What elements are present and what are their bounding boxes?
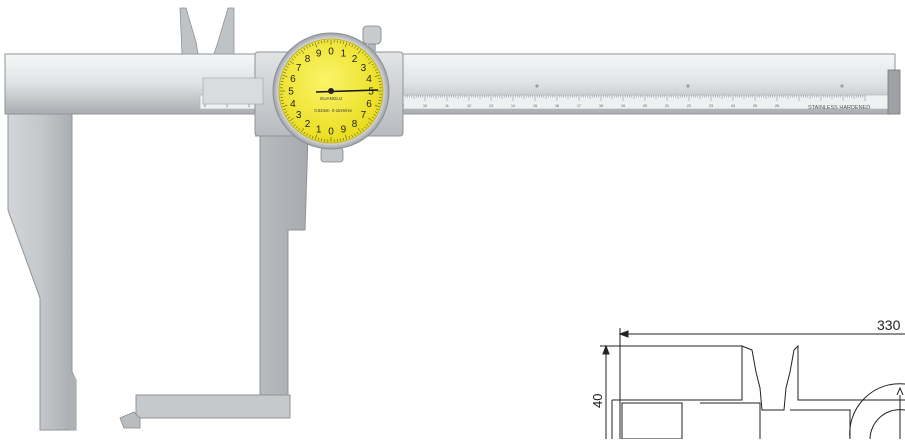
dial-number: 7 xyxy=(361,110,367,121)
dial-number: 5 xyxy=(368,87,374,98)
dial-number: 1 xyxy=(341,48,347,59)
dial-number: 7 xyxy=(296,63,302,74)
beam-scale-number: 21 xyxy=(665,104,669,108)
dial-needle-hub xyxy=(328,88,334,94)
dial-number: 3 xyxy=(361,63,367,74)
dial-number: 9 xyxy=(316,48,322,59)
beam-marking-text: STAINLESS HARDENED xyxy=(808,105,870,111)
beam-end-cap xyxy=(888,70,900,114)
beam-scale-number: 18 xyxy=(599,104,603,108)
beam-scale-number: 12 xyxy=(467,104,471,108)
sliding-jaw-foot xyxy=(136,395,290,418)
dial-number: 2 xyxy=(305,119,311,130)
dial-range-text: 0-1mm/rev xyxy=(332,108,353,113)
beam-scale-number: 23 xyxy=(709,104,713,108)
fixed-upper-jaw xyxy=(180,8,198,54)
beam-scale-number: 19 xyxy=(621,104,625,108)
sliding-upper-jaw xyxy=(214,8,234,54)
beam-scale-number: 24 xyxy=(731,104,735,108)
beam-scale-number: 11 xyxy=(445,104,449,108)
dial-brand-mark: GUANGLU xyxy=(320,96,342,101)
length-dimension-label: 330 xyxy=(877,317,901,333)
dial-number: 6 xyxy=(366,99,372,110)
dial-number: 3 xyxy=(296,110,302,121)
beam-scale-number: 26 xyxy=(775,104,779,108)
beam-scale-number: 14 xyxy=(511,104,515,108)
beam-scale-number: 0 xyxy=(204,104,206,108)
beam-scale-number: 15 xyxy=(533,104,537,108)
beam-scale-number: 22 xyxy=(687,104,691,108)
beam-scale-number: 1 xyxy=(226,104,228,108)
thumb-knob xyxy=(363,26,381,44)
fixed-jaw xyxy=(8,114,76,430)
beam-scale-number: 25 xyxy=(753,104,757,108)
dial-precision-text: 0.02mm xyxy=(314,108,330,113)
beam-scale-number: 10 xyxy=(423,104,427,108)
dial-number: 9 xyxy=(341,125,347,136)
height-dimension-label: 40 xyxy=(590,394,605,408)
dimension-drawing xyxy=(600,328,905,439)
beam-scale-number: 13 xyxy=(489,104,493,108)
fixed-jaw-tip-detail xyxy=(70,372,76,430)
dial-number: 1 xyxy=(316,125,322,136)
beam-scale-number: 20 xyxy=(643,104,647,108)
beam-scale-number: 16 xyxy=(555,104,559,108)
sliding-jaw xyxy=(140,136,308,418)
dial-number: 2 xyxy=(352,54,358,65)
dial-number: 5 xyxy=(288,87,294,98)
dial-number: 0 xyxy=(328,127,334,138)
dial-number: 6 xyxy=(290,74,296,85)
dial-number: 0 xyxy=(328,47,334,58)
dial-number: 8 xyxy=(352,119,358,130)
dial-number: 4 xyxy=(366,74,372,85)
clamp-knob xyxy=(321,148,343,162)
slider-window xyxy=(203,78,263,104)
dial-number: 4 xyxy=(290,99,296,110)
beam-scale-number: 17 xyxy=(577,104,581,108)
dial-number: 8 xyxy=(305,54,311,65)
beam-scale-number: 2 xyxy=(248,104,250,108)
